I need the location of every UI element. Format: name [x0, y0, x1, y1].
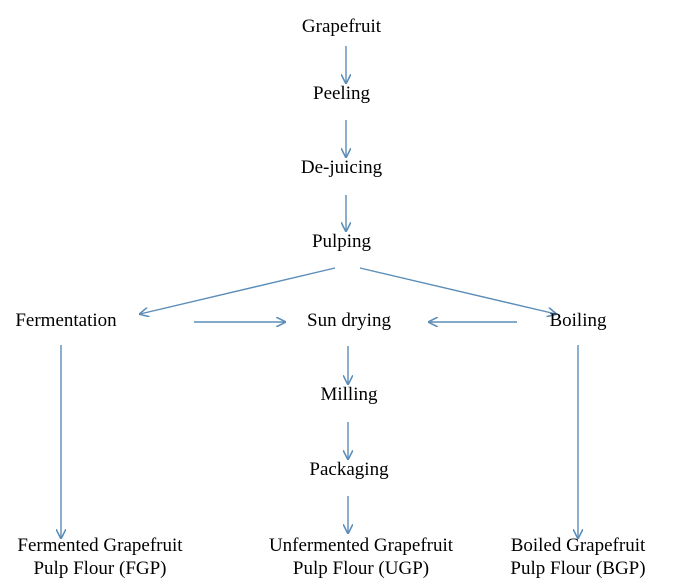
node-unfermented-grapefruit-pulp-flour: Unfermented Grapefruit Pulp Flour (UGP)	[268, 535, 454, 579]
node-packaging: Packaging	[309, 459, 389, 480]
arrow-pulping-boiling	[359, 267, 556, 314]
node-dejuicing: De-juicing	[300, 157, 383, 178]
node-fermented-grapefruit-pulp-flour: Fermented Grapefruit Pulp Flour (FGP)	[17, 535, 183, 579]
node-boiled-grapefruit-pulp-flour: Boiled Grapefruit Pulp Flour (BGP)	[510, 535, 646, 579]
node-pulping: Pulping	[311, 231, 372, 252]
node-milling: Milling	[320, 384, 378, 405]
arrow-pulping-fermentation	[140, 267, 336, 314]
node-grapefruit: Grapefruit	[301, 16, 382, 37]
node-fermentation: Fermentation	[15, 310, 117, 331]
node-boiling: Boiling	[549, 310, 607, 331]
node-sun-drying: Sun drying	[307, 310, 391, 331]
node-peeling: Peeling	[313, 83, 370, 104]
